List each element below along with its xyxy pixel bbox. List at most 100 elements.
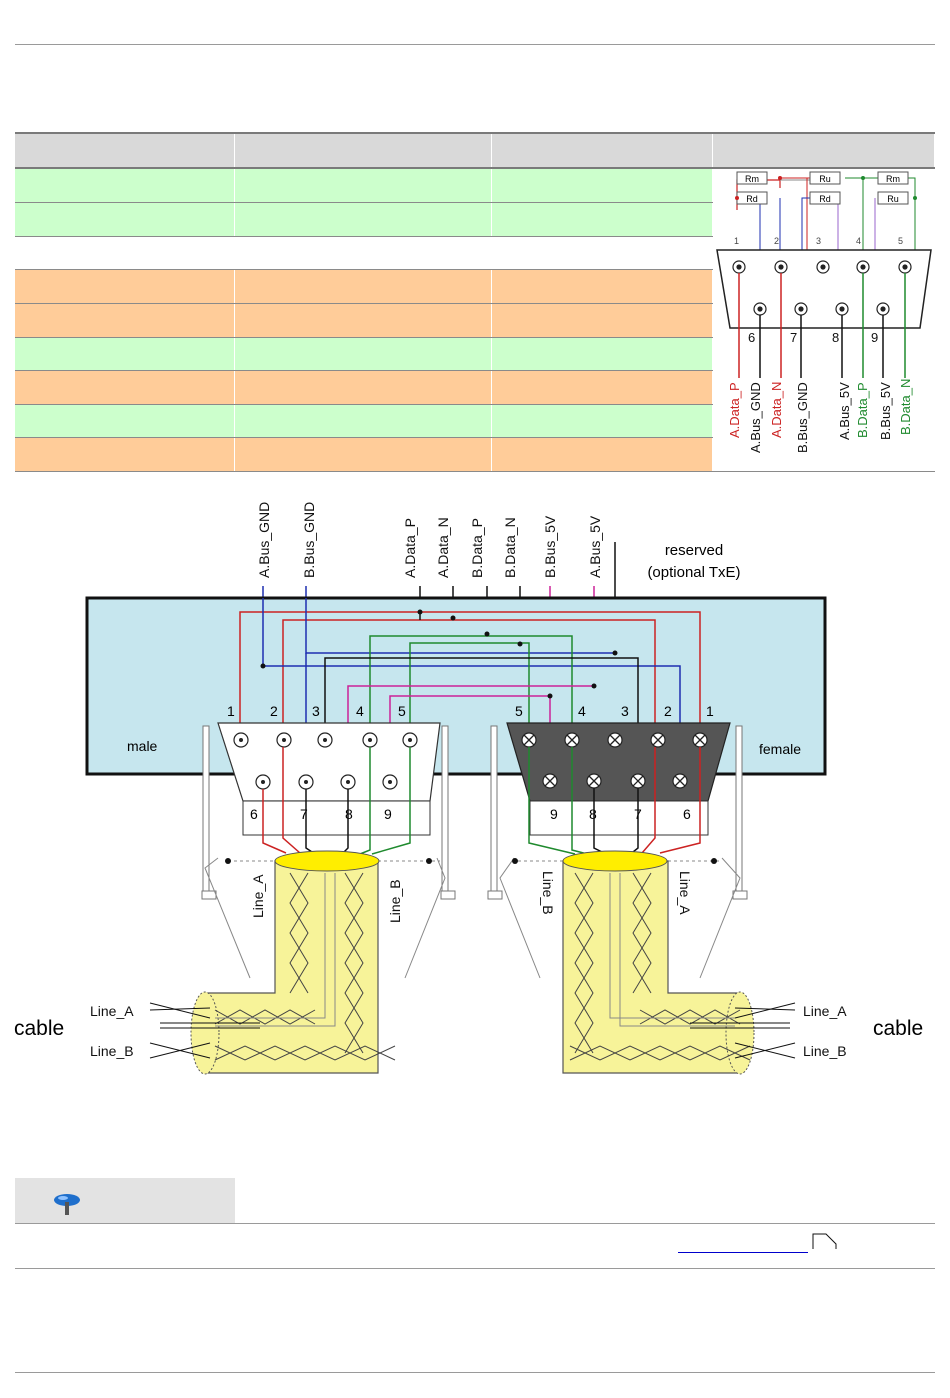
pin-number-label: 6 bbox=[748, 330, 755, 345]
table-cell bbox=[491, 337, 714, 371]
pin-number-label: 6 bbox=[250, 806, 258, 822]
cable-label-left: cable bbox=[14, 1017, 64, 1040]
signal-label: B.Data_P bbox=[469, 518, 485, 578]
female-db9-connector bbox=[506, 722, 731, 836]
male-pin-labels: 1 2 3 4 5 6 7 8 9 bbox=[227, 703, 406, 822]
signal-label: A.Data_N bbox=[769, 382, 784, 438]
line-b-cable-left: Line_B bbox=[90, 1043, 134, 1059]
line-b-label-right: Line_B bbox=[540, 871, 556, 915]
signal-label: B.Data_N bbox=[898, 379, 913, 435]
pin-number-label: 2 bbox=[270, 703, 278, 719]
cable-label-right: cable bbox=[873, 1017, 923, 1040]
table-cell bbox=[234, 303, 493, 338]
signal-label: B.Bus_5V bbox=[878, 382, 893, 440]
signal-label: A.Data_P bbox=[727, 382, 742, 438]
table-cell bbox=[491, 168, 714, 203]
header-rule bbox=[15, 44, 935, 45]
pin-number-label: 3 bbox=[621, 703, 629, 719]
table-row bbox=[15, 236, 935, 270]
table-cell bbox=[234, 404, 493, 438]
table-row bbox=[15, 337, 935, 371]
resistor-label: Rm bbox=[745, 174, 759, 184]
signal-label: A.Bus_GND bbox=[748, 382, 763, 453]
table-header-cell bbox=[712, 132, 935, 169]
signal-label: B.Bus_5V bbox=[542, 515, 558, 578]
table-cell bbox=[491, 303, 714, 338]
table-cell bbox=[234, 437, 493, 472]
pin-number-label: 8 bbox=[345, 806, 353, 822]
pin-number-label: 6 bbox=[683, 806, 691, 822]
table-cell bbox=[15, 337, 236, 371]
pin-number-label: 1 bbox=[734, 236, 739, 246]
right-cable bbox=[562, 850, 796, 1075]
resistor-rm-b bbox=[877, 171, 909, 185]
pin-number-label: 1 bbox=[227, 703, 235, 719]
signal-label: A.Bus_5V bbox=[587, 515, 603, 578]
pin-number-label: 9 bbox=[871, 330, 878, 345]
pin-number-label: 5 bbox=[515, 703, 523, 719]
table-cell bbox=[234, 269, 493, 304]
pin-number-label: 7 bbox=[300, 806, 308, 822]
table-cell bbox=[491, 370, 714, 405]
pin-number-label: 4 bbox=[856, 236, 861, 246]
male-label: male bbox=[127, 738, 158, 754]
pin-number-label: 3 bbox=[816, 236, 821, 246]
pin-number-label: 3 bbox=[312, 703, 320, 719]
left-cable bbox=[149, 850, 396, 1075]
pin-number-label: 5 bbox=[398, 703, 406, 719]
pin-number-label: 4 bbox=[356, 703, 364, 719]
table-row bbox=[15, 303, 935, 338]
pin-number-labels-bottom: 6 7 8 9 bbox=[748, 330, 878, 345]
table-row bbox=[15, 269, 935, 304]
internal-wiring bbox=[239, 598, 701, 781]
female-label: female bbox=[759, 741, 801, 757]
line-a-label-right: Line_A bbox=[677, 871, 693, 915]
pin-number-labels: 1 2 3 4 5 bbox=[734, 236, 903, 246]
section-rule bbox=[15, 1268, 935, 1269]
table-cell bbox=[15, 236, 236, 270]
line-a-cable-left: Line_A bbox=[90, 1003, 134, 1019]
footer-rule bbox=[15, 1372, 935, 1373]
resistor-label: Rm bbox=[886, 174, 900, 184]
resistor-label: Rd bbox=[746, 194, 758, 204]
pin-number-label: 7 bbox=[790, 330, 797, 345]
table-cell bbox=[234, 168, 493, 203]
table-row bbox=[15, 404, 935, 438]
wiring-signal-labels: A.Bus_GND B.Bus_GND A.Data_P A.Data_N B.… bbox=[256, 502, 603, 578]
pin-number-label: 2 bbox=[664, 703, 672, 719]
resistor-label: Ru bbox=[887, 194, 899, 204]
signal-labels: A.Data_P A.Bus_GND A.Data_N B.Bus_GND A.… bbox=[727, 379, 913, 453]
table-cell bbox=[234, 236, 493, 270]
table-cell bbox=[234, 370, 493, 405]
table-cell bbox=[15, 303, 236, 338]
table-cell bbox=[234, 337, 493, 371]
reserved-note: (optional TxE) bbox=[647, 564, 740, 581]
cable-wiring-diagram: A.Bus_GND B.Bus_GND A.Data_P A.Data_N B.… bbox=[14, 502, 923, 1075]
pin-sockets bbox=[732, 260, 912, 316]
pin-number-label: 5 bbox=[898, 236, 903, 246]
reference-link[interactable] bbox=[678, 1238, 808, 1253]
table-cell bbox=[15, 168, 236, 203]
table-cell bbox=[15, 202, 236, 237]
resistor-label: Rd bbox=[819, 194, 831, 204]
signal-label: A.Data_N bbox=[435, 517, 451, 578]
table-cell bbox=[491, 236, 714, 270]
signal-label: A.Bus_GND bbox=[256, 502, 272, 578]
table-cell bbox=[491, 269, 714, 304]
table-cell bbox=[491, 404, 714, 438]
table-row bbox=[15, 370, 935, 405]
pin-number-label: 4 bbox=[578, 703, 586, 719]
resistor-label: Ru bbox=[819, 174, 831, 184]
pin-number-label: 8 bbox=[832, 330, 839, 345]
table-header-cell bbox=[234, 132, 493, 169]
page-reference-icon bbox=[812, 1233, 837, 1249]
table-row bbox=[15, 202, 935, 237]
line-labels: Line_A Line_B Line_B Line_A Line_A Line_… bbox=[90, 871, 847, 1059]
signal-label: A.Bus_5V bbox=[837, 382, 852, 440]
line-b-cable-right: Line_B bbox=[803, 1043, 847, 1059]
table-header-cell bbox=[491, 132, 714, 169]
note-rule bbox=[15, 1223, 935, 1224]
table-header-row bbox=[15, 132, 935, 169]
note-box bbox=[15, 1178, 235, 1223]
table-cell bbox=[15, 404, 236, 438]
